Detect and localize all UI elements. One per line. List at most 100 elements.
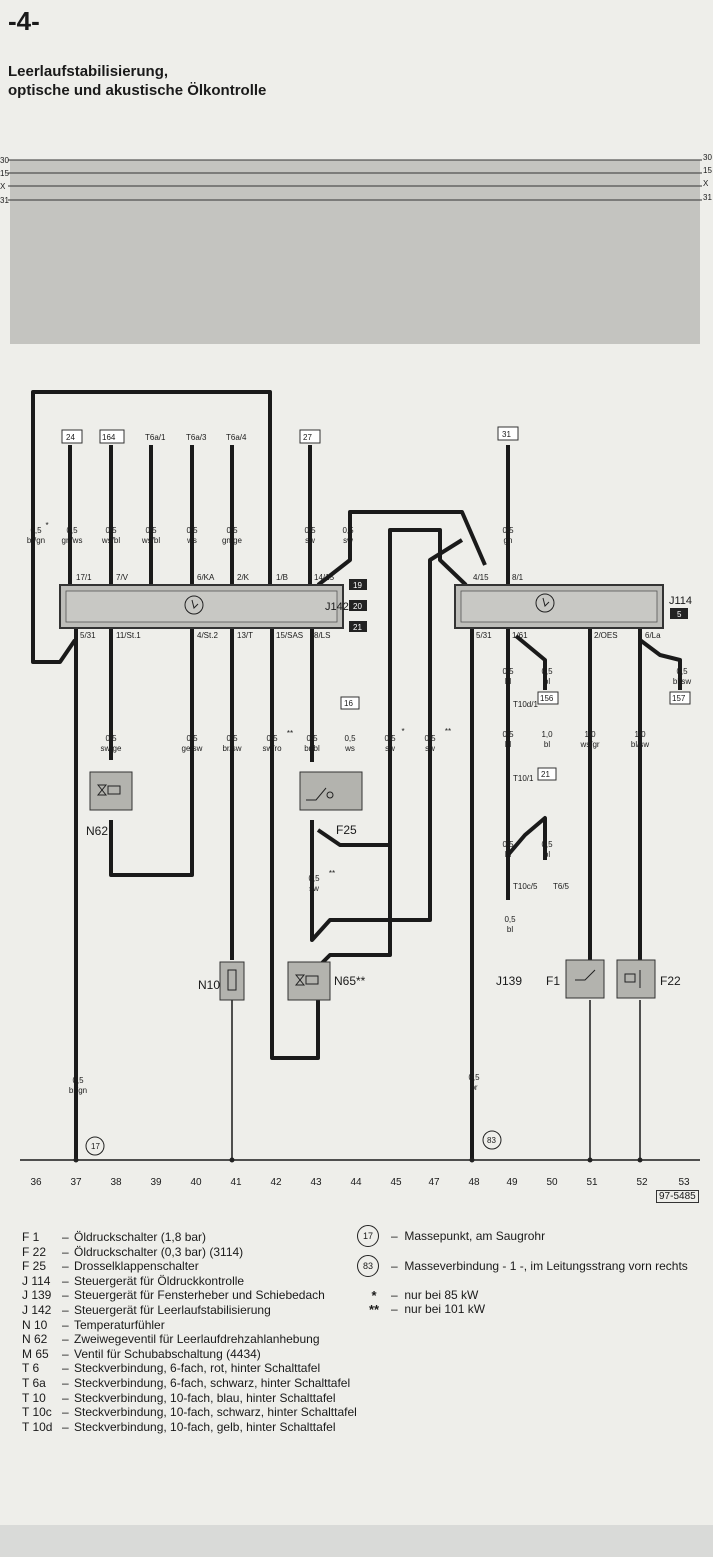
svg-text:gn: gn [504, 536, 513, 545]
conn-t10d1: T10d/1 [513, 700, 538, 709]
legend-star: *– nur bei 85 kW [371, 1287, 479, 1303]
legend-ground-17: 17– Massepunkt, am Saugrohr [357, 1224, 688, 1248]
wire-labels-mid: 0,5sw/ge 0,5ge/sw 0,5br/sw 0,5sw/ro** 0,… [69, 667, 691, 1095]
component-f22: F22 [616, 959, 681, 999]
svg-text:45: 45 [390, 1177, 402, 1188]
ground-points: 17 83 [73, 1130, 643, 1163]
svg-text:6/KA: 6/KA [197, 573, 215, 582]
svg-text:1,0: 1,0 [634, 730, 646, 739]
conn-t6a3: T6a/3 [186, 433, 207, 442]
svg-text:bl: bl [544, 740, 550, 749]
title-line-2: optische und akustische Ölkontrolle [8, 82, 267, 99]
svg-text:15/SAS: 15/SAS [276, 631, 303, 640]
svg-text:19: 19 [353, 581, 362, 590]
bus-label-30-right: 30 [703, 153, 712, 162]
svg-text:0,5: 0,5 [384, 734, 396, 743]
svg-text:0,5: 0,5 [502, 730, 514, 739]
bus-lines [8, 159, 702, 201]
svg-text:38: 38 [110, 1177, 122, 1188]
svg-text:0,5: 0,5 [105, 526, 117, 535]
svg-text:51: 51 [586, 1177, 598, 1188]
svg-text:sw/ro: sw/ro [262, 744, 282, 753]
svg-text:ws/bl: ws/bl [101, 536, 120, 545]
component-j139: J139 [496, 974, 522, 988]
svg-text:8/1: 8/1 [512, 573, 524, 582]
svg-text:ge/sw: ge/sw [182, 744, 203, 753]
bus-label-31-right: 31 [703, 193, 712, 202]
svg-text:0,5: 0,5 [502, 667, 514, 676]
svg-text:0,5: 0,5 [72, 1076, 84, 1085]
legend-ground-83: 83– Masseverbindung - 1 -, im Leitungsst… [357, 1254, 688, 1278]
svg-text:2/K: 2/K [237, 573, 250, 582]
svg-text:7/V: 7/V [116, 573, 129, 582]
svg-text:ws/gr: ws/gr [579, 740, 599, 749]
svg-text:gn/ge: gn/ge [222, 536, 243, 545]
svg-text:F22: F22 [660, 974, 681, 988]
legend-row: J 139–Steuergerät für Fensterheber und S… [22, 1288, 325, 1303]
svg-text:156: 156 [540, 694, 554, 703]
page-bottom-edge [0, 1525, 713, 1557]
svg-text:0,5: 0,5 [306, 734, 318, 743]
svg-text:br/gn: br/gn [69, 1086, 87, 1095]
svg-text:43: 43 [310, 1177, 322, 1188]
svg-text:50: 50 [546, 1177, 558, 1188]
component-n62: N62 [86, 771, 133, 838]
svg-text:**: ** [329, 869, 335, 878]
svg-text:0,5: 0,5 [541, 840, 553, 849]
svg-text:0,5: 0,5 [424, 734, 436, 743]
bus-label-15-left: 15 [0, 169, 9, 178]
svg-text:1/61: 1/61 [512, 631, 528, 640]
svg-text:*: * [401, 727, 404, 736]
legend-row: N 62–Zweiwegeventil für Leerlaufdrehzahl… [22, 1332, 320, 1347]
legend-row: T 10c–Steckverbindung, 10-fach, schwarz,… [22, 1405, 357, 1420]
svg-text:bl: bl [505, 677, 511, 686]
conn-t10c5: T10c/5 [513, 882, 538, 891]
box-27: 27 [303, 433, 312, 442]
svg-text:8/LS: 8/LS [314, 631, 330, 640]
legend-row: F 1–Öldruckschalter (1,8 bar) [22, 1230, 207, 1244]
svg-text:sw: sw [343, 536, 353, 545]
legend-row: F 25–Drosselklappenschalter [22, 1259, 199, 1274]
svg-text:0,5: 0,5 [541, 667, 553, 676]
legend-row: F 22–Öldruckschalter (0,3 bar) (3114) [22, 1244, 244, 1259]
component-f1: F1 [546, 959, 605, 999]
reference-number: 97-5485 [656, 1190, 699, 1203]
svg-text:36: 36 [30, 1177, 42, 1188]
top-connectors: 24 164 T6a/1 T6a/3 T6a/4 27 31 [61, 426, 519, 444]
svg-text:br/bl: br/bl [304, 744, 320, 753]
wire-labels-top: 0,5br/gn* 0,5gn/ws 0,5ws/bl 0,5ws/bl 0,5… [27, 521, 514, 545]
svg-text:ws: ws [344, 744, 355, 753]
svg-text:0,5: 0,5 [468, 1073, 480, 1082]
svg-text:0,5: 0,5 [145, 526, 157, 535]
svg-text:17: 17 [91, 1142, 100, 1151]
svg-text:F1: F1 [546, 974, 560, 988]
box-24: 24 [66, 433, 75, 442]
svg-text:49: 49 [506, 1177, 518, 1188]
svg-text:0,5: 0,5 [266, 734, 278, 743]
title-line-1: Leerlaufstabilisierung, [8, 63, 169, 80]
svg-text:0,5: 0,5 [226, 526, 238, 535]
svg-text:83: 83 [487, 1136, 496, 1145]
svg-text:sw: sw [385, 744, 395, 753]
svg-text:39: 39 [150, 1177, 162, 1188]
svg-text:bl: bl [544, 677, 550, 686]
svg-text:1,0: 1,0 [541, 730, 553, 739]
svg-text:5: 5 [677, 610, 682, 619]
wiring-diagram: 30 15 X 31 30 15 X 31 [0, 153, 712, 1188]
box-31: 31 [502, 430, 511, 439]
svg-text:ws: ws [186, 536, 197, 545]
component-f25: F25 [299, 771, 363, 837]
svg-text:21: 21 [353, 623, 362, 632]
svg-text:N10: N10 [198, 978, 220, 992]
svg-text:0,5: 0,5 [676, 667, 688, 676]
bus-label-31-left: 31 [0, 196, 9, 205]
svg-text:br: br [470, 1083, 477, 1092]
legend-right: 17– Massepunkt, am Saugrohr 83– Massever… [357, 1224, 688, 1317]
j114-label: J114 [669, 595, 692, 607]
bus-label-15-right: 15 [703, 166, 712, 175]
legend-row: J 114–Steuergerät für Öldruckkontrolle [22, 1273, 245, 1288]
svg-text:sw: sw [305, 536, 315, 545]
svg-text:42: 42 [270, 1177, 282, 1188]
mid-boxes: 16 156 21 157 T10d/1 T10/1 T10c/5 T6/5 [340, 691, 691, 891]
svg-text:14/15: 14/15 [314, 573, 335, 582]
